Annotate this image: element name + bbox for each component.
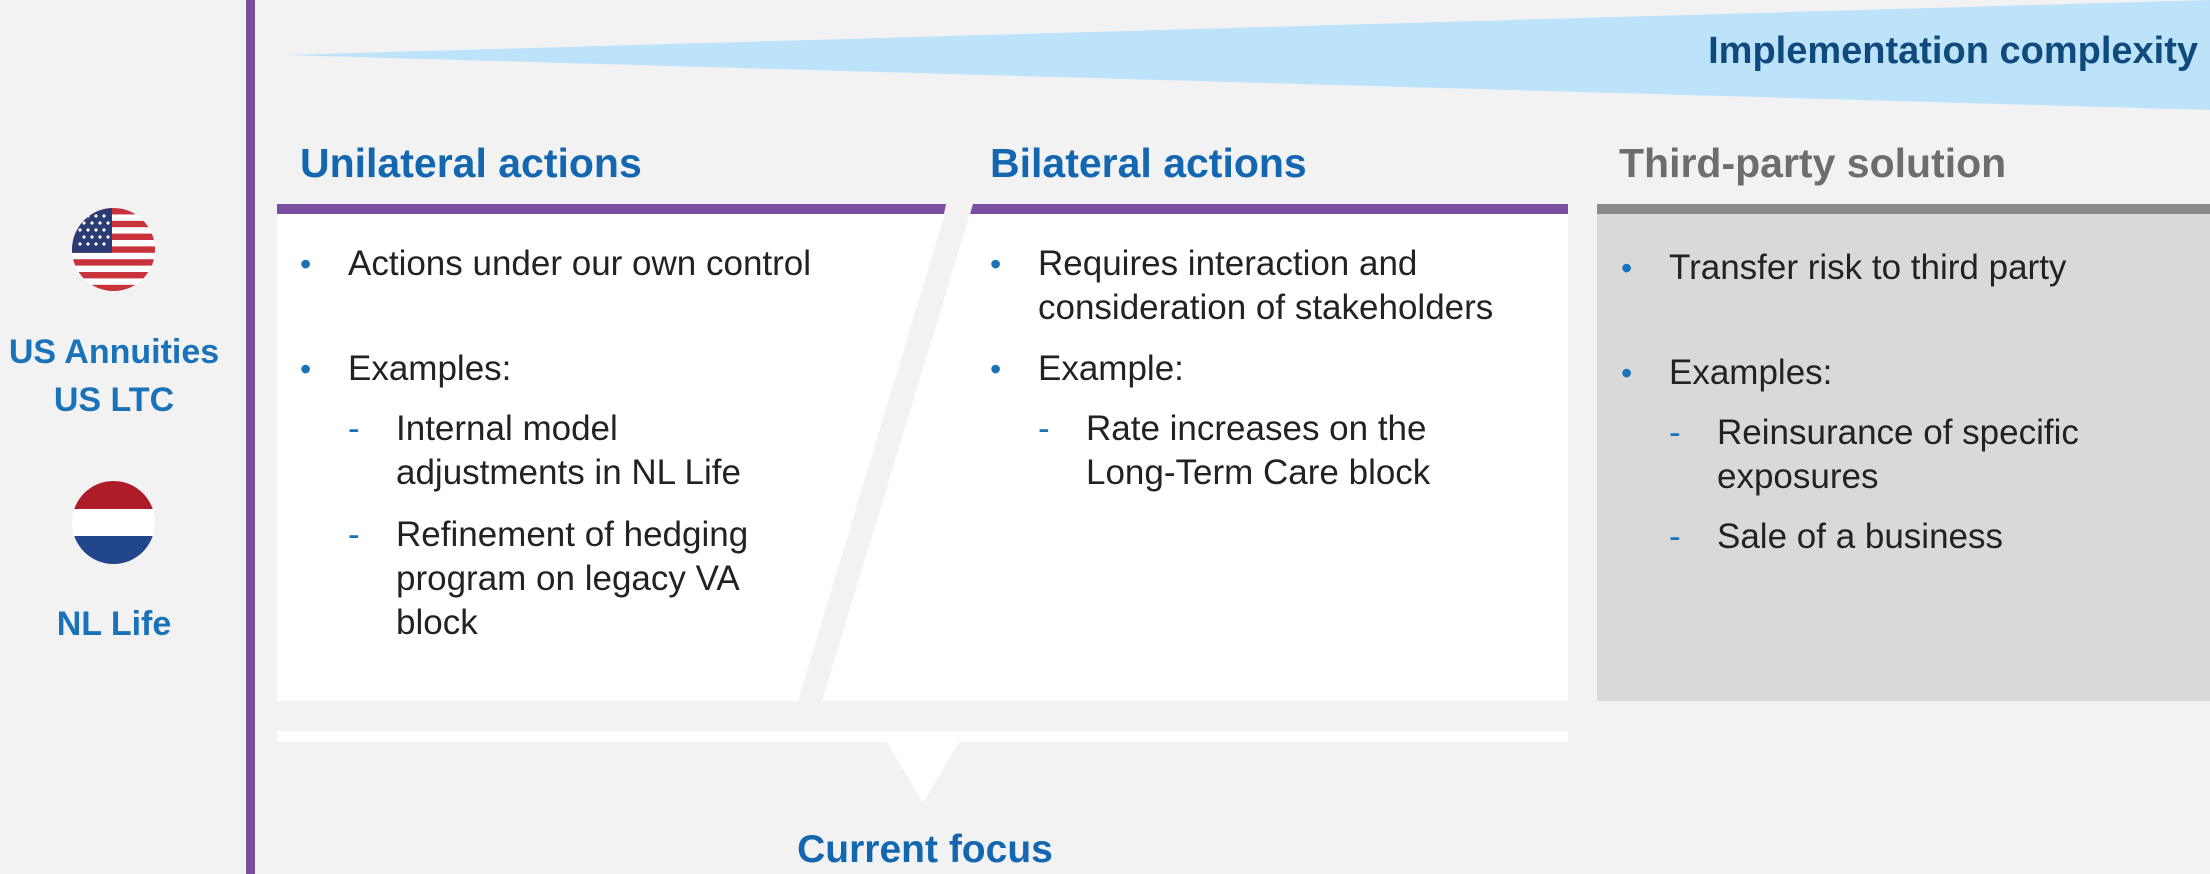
bullet-dot: • <box>990 246 1002 282</box>
sub-bullet-item: - Rate increases on the Long-Term Care b… <box>990 407 1506 495</box>
bilateral-content: • Requires interaction and consideration… <box>990 242 1550 495</box>
sub-bullet-text: Internal model adjustments in NL Life <box>396 409 741 492</box>
bilateral-title: Bilateral actions <box>990 140 1307 186</box>
unilateral-bar <box>277 204 946 214</box>
nl-flag-icon <box>72 481 155 564</box>
us-region-label: US Annuities US LTC <box>0 328 228 424</box>
bullet-dot: • <box>990 351 1002 387</box>
sub-bullet-item: - Reinsurance of specific exposures <box>1621 411 2187 499</box>
bullet-dot: • <box>1621 355 1633 391</box>
nl-region-label: NL Life <box>56 605 172 643</box>
sub-bullet-dash: - <box>1038 409 1050 448</box>
sub-bullet-item: - Refinement of hedging program on legac… <box>300 513 776 645</box>
bullet-text: Examples: <box>348 349 512 388</box>
complexity-label: Implementation complexity <box>1708 30 2198 72</box>
bullet-item: • Example: <box>990 347 1550 391</box>
sub-bullet-dash: - <box>1669 517 1681 556</box>
bullet-dot: • <box>300 246 312 282</box>
us-ltc-label: US LTC <box>53 381 175 419</box>
third-party-panel <box>1597 204 2210 701</box>
us-annuities-label: US Annuities <box>8 333 220 371</box>
sub-bullet-text: Reinsurance of specific exposures <box>1717 413 2079 496</box>
sub-bullet-dash: - <box>348 409 360 448</box>
current-focus-label: Current focus <box>797 828 1053 871</box>
bullet-item: • Examples: <box>300 347 890 391</box>
bullet-text: Actions under our own control <box>348 244 812 283</box>
sub-bullet-text: Refinement of hedging program on legacy … <box>396 515 749 642</box>
bullet-item: • Actions under our own control <box>300 242 890 286</box>
third-party-bar <box>1597 204 2210 214</box>
bullet-item: • Requires interaction and consideration… <box>990 242 1550 330</box>
bullet-item: • Examples: <box>1621 351 2181 395</box>
bullet-dot: • <box>300 351 312 387</box>
sub-bullet-item: - Sale of a business <box>1621 515 2187 559</box>
left-divider <box>246 0 255 874</box>
us-flag-icon <box>72 208 155 291</box>
sub-bullet-dash: - <box>1669 413 1681 452</box>
complexity-arrow <box>285 0 2210 110</box>
bullet-text: Examples: <box>1669 353 1833 392</box>
sub-bullet-text: Sale of a business <box>1717 517 2004 556</box>
third-party-title: Third-party solution <box>1619 140 2007 186</box>
focus-pointer <box>887 742 959 803</box>
bullet-dot: • <box>1621 250 1633 286</box>
unilateral-panel <box>277 210 946 701</box>
bullet-text: Requires interaction and consideration o… <box>1038 244 1494 327</box>
bullet-text: Example: <box>1038 349 1184 388</box>
sub-bullet-text: Rate increases on the Long-Term Care blo… <box>1086 409 1431 492</box>
third-party-content: • Transfer risk to third party • Example… <box>1621 246 2181 559</box>
bullet-item: • Transfer risk to third party <box>1621 246 2181 290</box>
bilateral-bar <box>970 204 1568 214</box>
unilateral-content: • Actions under our own control • Exampl… <box>300 242 890 645</box>
sub-bullet-dash: - <box>348 515 360 554</box>
sub-bullet-item: - Internal model adjustments in NL Life <box>300 407 776 495</box>
unilateral-title: Unilateral actions <box>300 140 642 186</box>
bullet-text: Transfer risk to third party <box>1669 248 2067 287</box>
focus-bracket-bar <box>277 731 1568 742</box>
bilateral-panel <box>822 210 1568 701</box>
